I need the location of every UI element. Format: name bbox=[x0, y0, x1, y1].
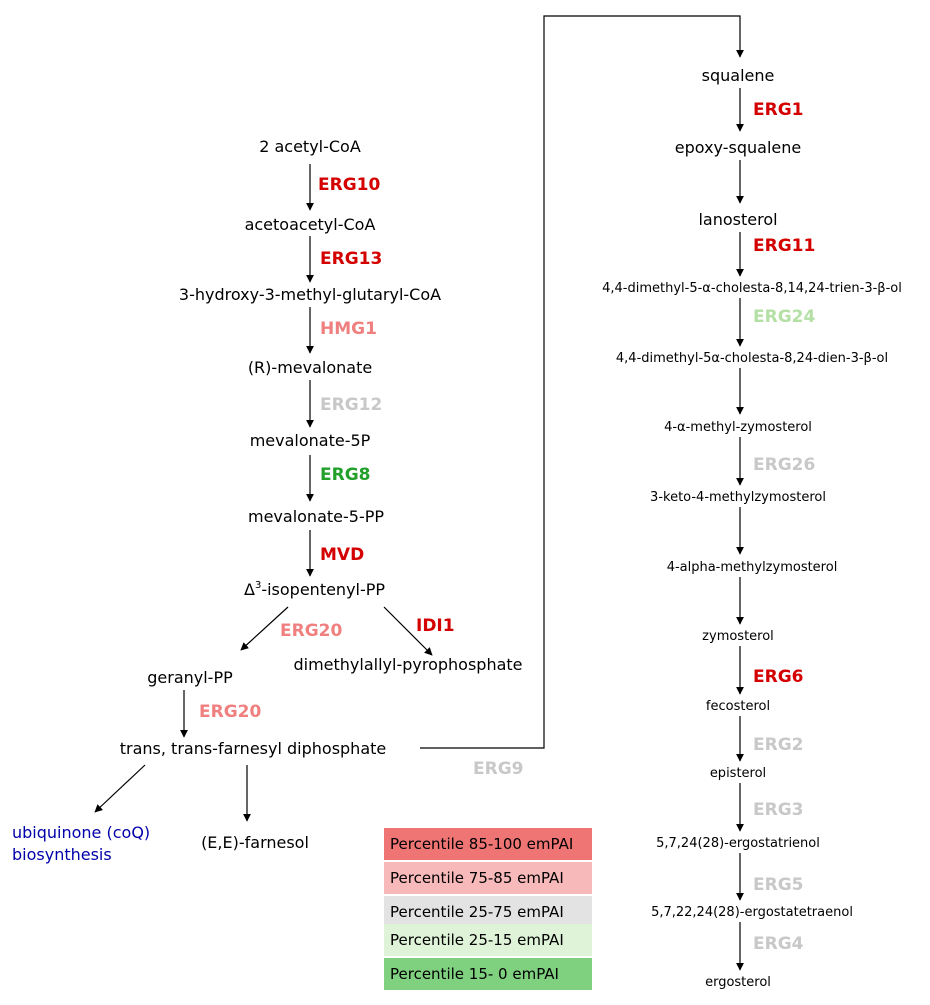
arrow-ipp-to-dmapp bbox=[383, 606, 433, 656]
metabolite-ergostatetraenol: 5,7,22,24(28)-ergostatetraenol bbox=[651, 905, 853, 920]
enzyme-erg5: ERG5 bbox=[753, 875, 804, 895]
metabolite-episterol: episterol bbox=[710, 766, 766, 781]
enzyme-erg4: ERG4 bbox=[753, 934, 804, 954]
coq-biosynthesis-line1[interactable]: ubiquinone (coQ) bbox=[12, 823, 150, 842]
enzyme-erg20-b: ERG20 bbox=[199, 702, 261, 722]
metabolite-farnesyl-diphosphate: trans, trans-farnesyl diphosphate bbox=[120, 739, 387, 758]
metabolite-geranyl-pp: geranyl-PP bbox=[147, 668, 233, 687]
legend-item-15-0: Percentile 15- 0 emPAI bbox=[384, 958, 592, 990]
enzyme-erg6: ERG6 bbox=[753, 667, 804, 687]
legend-label: Percentile 75-85 emPAI bbox=[390, 869, 564, 887]
metabolite-farnesol: (E,E)-farnesol bbox=[201, 833, 309, 852]
metabolite-dmapp: dimethylallyl-pyrophosphate bbox=[293, 655, 522, 674]
arrow-ipp-to-geranyl bbox=[240, 606, 289, 651]
metabolite-zymosterol: zymosterol bbox=[702, 629, 774, 644]
coq-biosynthesis-line2[interactable]: biosynthesis bbox=[12, 845, 112, 864]
metabolite-ergostatrienol: 5,7,24(28)-ergostatrienol bbox=[656, 836, 820, 851]
enzyme-erg11: ERG11 bbox=[753, 236, 815, 256]
enzyme-erg26: ERG26 bbox=[753, 455, 815, 475]
arrow-fpp-to-coq bbox=[94, 764, 146, 813]
ipp-rest: -isopentenyl-PP bbox=[261, 580, 385, 599]
ipp-superscript: 3 bbox=[255, 580, 261, 591]
legend-item-25-15: Percentile 25-15 emPAI bbox=[384, 924, 592, 956]
metabolite-fecosterol: fecosterol bbox=[706, 699, 770, 714]
enzyme-erg3: ERG3 bbox=[753, 800, 804, 820]
metabolite-hmg-coa: 3-hydroxy-3-methyl-glutaryl-CoA bbox=[179, 285, 441, 304]
metabolite-epoxy-squalene: epoxy-squalene bbox=[675, 138, 801, 157]
metabolite-dienol: 4,4-dimethyl-5α-cholesta-8,24-dien-3-β-o… bbox=[616, 351, 888, 366]
enzyme-erg2: ERG2 bbox=[753, 735, 804, 755]
metabolite-methyl-zymosterol: 4-α-methyl-zymosterol bbox=[664, 420, 812, 435]
metabolite-isopentenyl-pp: Δ3-isopentenyl-PP bbox=[244, 580, 385, 599]
metabolite-keto-methylzymosterol: 3-keto-4-methylzymosterol bbox=[650, 490, 826, 505]
metabolite-lanosterol: lanosterol bbox=[698, 210, 777, 229]
legend-label: Percentile 25-15 emPAI bbox=[390, 931, 564, 949]
legend-label: Percentile 25-75 emPAI bbox=[390, 903, 564, 921]
metabolite-ergosterol: ergosterol bbox=[705, 975, 771, 990]
ipp-delta: Δ bbox=[244, 580, 255, 599]
enzyme-erg12: ERG12 bbox=[320, 395, 382, 415]
enzyme-erg8: ERG8 bbox=[320, 465, 371, 485]
metabolite-mevalonate-5p: mevalonate-5P bbox=[250, 431, 371, 450]
enzyme-mvd: MVD bbox=[320, 545, 364, 565]
enzyme-erg9: ERG9 bbox=[473, 759, 524, 779]
metabolite-acetoacetyl-coa: acetoacetyl-CoA bbox=[245, 215, 376, 234]
metabolite-mevalonate-5pp: mevalonate-5-PP bbox=[248, 507, 384, 526]
enzyme-hmg1: HMG1 bbox=[320, 319, 377, 339]
arrow-fpp-to-squalene bbox=[420, 15, 744, 749]
metabolite-acetyl-coa: 2 acetyl-CoA bbox=[259, 137, 361, 156]
metabolite-mevalonate: (R)-mevalonate bbox=[248, 358, 372, 377]
legend-label: Percentile 85-100 emPAI bbox=[390, 835, 574, 853]
legend-item-75-85: Percentile 75-85 emPAI bbox=[384, 862, 592, 894]
legend-item-85-100: Percentile 85-100 emPAI bbox=[384, 828, 592, 860]
enzyme-erg10: ERG10 bbox=[318, 175, 380, 195]
enzyme-idi1: IDI1 bbox=[416, 616, 455, 636]
metabolite-squalene: squalene bbox=[702, 66, 775, 85]
legend-item-25-75: Percentile 25-75 emPAI bbox=[384, 896, 592, 928]
metabolite-trienol: 4,4-dimethyl-5-α-cholesta-8,14,24-trien-… bbox=[602, 281, 902, 296]
enzyme-erg24: ERG24 bbox=[753, 307, 815, 327]
legend-label: Percentile 15- 0 emPAI bbox=[390, 965, 559, 983]
enzyme-erg1: ERG1 bbox=[753, 100, 804, 120]
enzyme-erg13: ERG13 bbox=[320, 249, 382, 269]
enzyme-erg20-a: ERG20 bbox=[280, 621, 342, 641]
metabolite-alpha-methylzymosterol: 4-alpha-methylzymosterol bbox=[667, 560, 838, 575]
